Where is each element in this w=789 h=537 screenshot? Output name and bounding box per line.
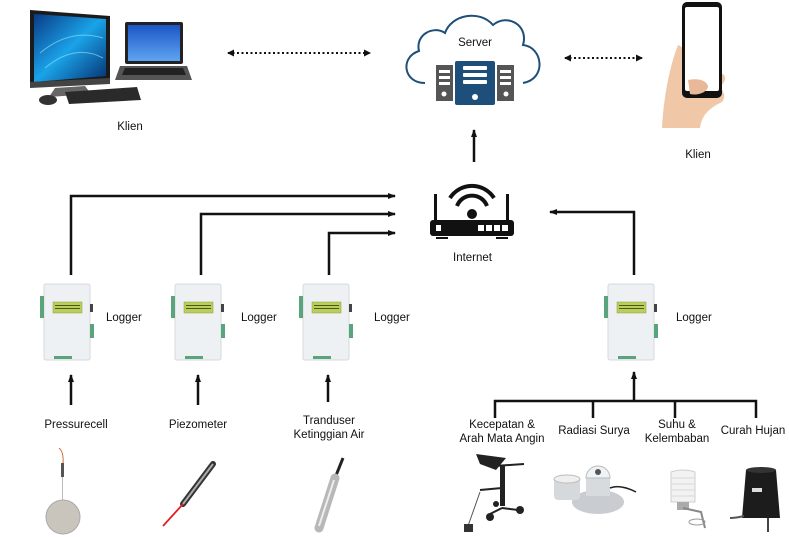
smartphone-in-hand-icon (662, 2, 726, 128)
label-line: Suhu & (658, 419, 696, 431)
sensor-label-temp-humidity: Suhu & Kelembaban (640, 418, 714, 446)
logger-label: Logger (241, 312, 277, 324)
label-line: Tranduser (303, 415, 355, 427)
internet-label: Internet (453, 252, 492, 264)
water-level-transducer-icon (314, 457, 345, 533)
logger-device (40, 282, 96, 362)
phone-client-group (650, 0, 730, 130)
logger4-to-internet-arrow (549, 209, 636, 275)
logger3-to-internet-arrow (327, 230, 396, 275)
logger-label: Logger (374, 312, 410, 324)
desktop-client-group (25, 8, 195, 108)
desktop-and-laptop-icon (30, 10, 192, 105)
sensor-label-piezometer: Piezometer (168, 419, 228, 431)
pressure-cell-icon (45, 448, 81, 535)
anemometer-wind-vane-icon (464, 454, 525, 532)
sensor-label-water-level: Tranduser Ketinggian Air (280, 414, 378, 442)
logger-label: Logger (676, 312, 712, 324)
rain-gauge-icon (730, 467, 780, 532)
server-node: Server (395, 5, 555, 115)
cloud-server-icon (405, 14, 541, 105)
logger-device (171, 282, 227, 362)
wifi-router-icon (430, 183, 514, 239)
temperature-humidity-shield-icon (670, 469, 706, 529)
logger2-to-internet-arrow (199, 211, 396, 275)
logger-device (299, 282, 355, 362)
label-line: Arah Mata Angin (459, 433, 545, 445)
data-logger-icon (604, 283, 658, 361)
internet-node (428, 180, 518, 240)
client-label-desktop: Klien (117, 121, 143, 133)
logger1-to-internet-arrow (69, 193, 396, 275)
label-line: Kelembaban (644, 433, 710, 445)
label-line: Ketinggian Air (293, 429, 365, 441)
sensor-label-solar: Radiasi Surya (558, 425, 630, 437)
weather-sensor-bus (493, 399, 758, 418)
pyranometer-icon (553, 465, 637, 514)
logger-label: Logger (106, 312, 142, 324)
piezometer-icon (162, 461, 216, 527)
logger-device (604, 282, 660, 362)
server-label: Server (458, 37, 492, 49)
data-logger-icon (171, 283, 225, 361)
label-line: Kecepatan & (469, 419, 535, 431)
data-logger-icon (299, 283, 353, 361)
data-logger-icon (40, 283, 94, 361)
sensor-label-wind: Kecepatan & Arah Mata Angin (452, 418, 552, 446)
sensor-label-pressurecell: Pressurecell (44, 419, 108, 431)
sensor-label-rain: Curah Hujan (720, 425, 786, 437)
client-label-phone: Klien (685, 149, 711, 161)
